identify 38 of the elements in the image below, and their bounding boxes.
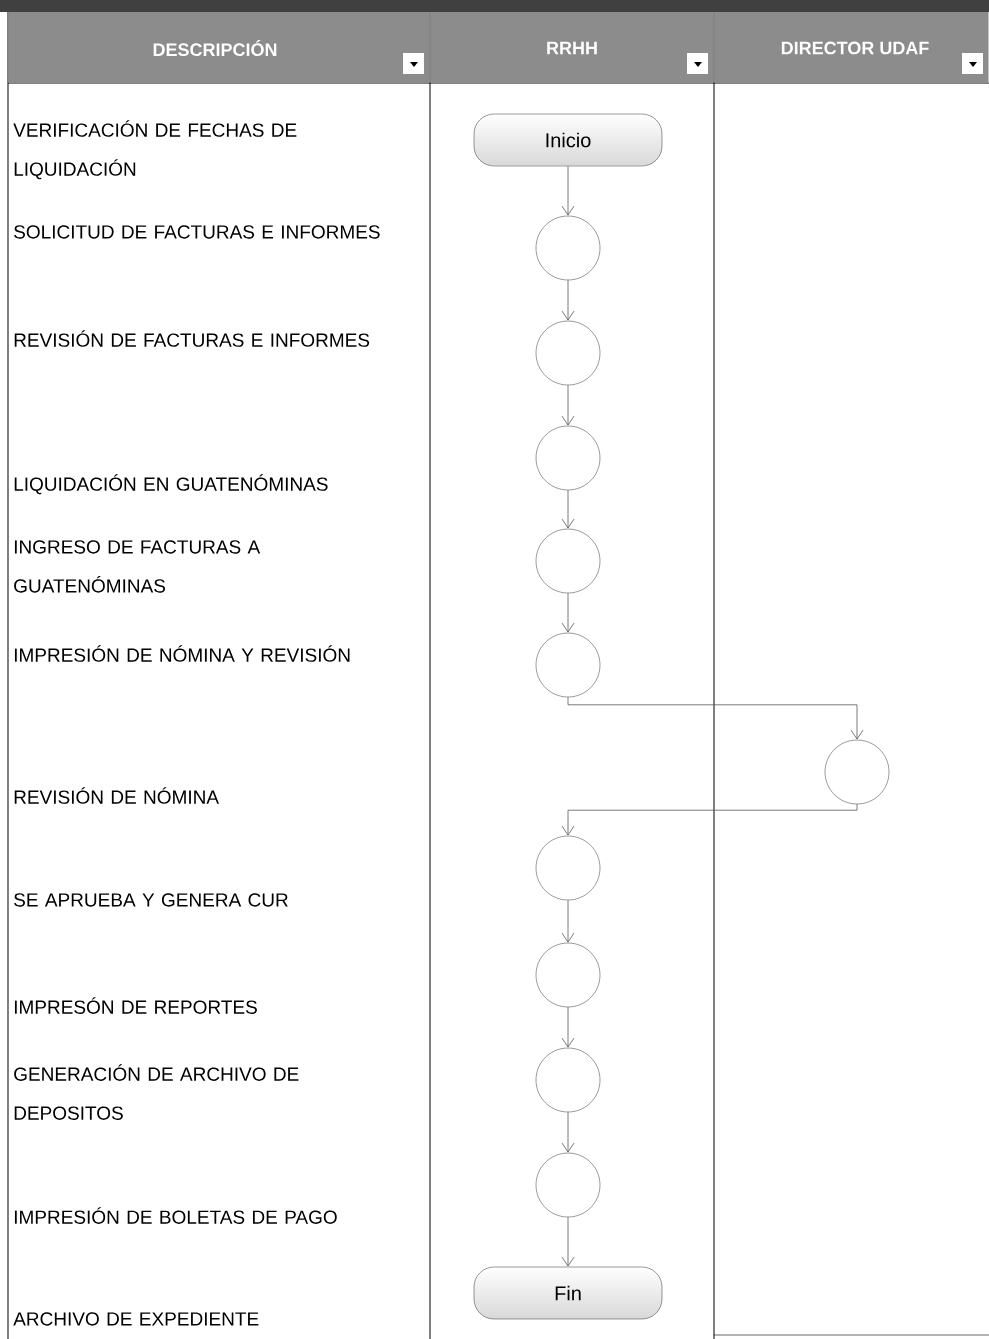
arrow: [561, 803, 858, 836]
description-text: REVISIÓN DE NÓMINA: [14, 787, 219, 804]
process-circle: [535, 528, 601, 594]
arrow: [561, 592, 575, 633]
arrow: [561, 1216, 575, 1267]
description-text: REVISIÓN DE FACTURAS E INFORMES: [14, 330, 370, 347]
process-circle: [535, 1152, 601, 1218]
process-circle: [535, 632, 601, 698]
description-text: SOLICITUD DE FACTURAS E INFORMES: [14, 225, 380, 239]
header-cell: RRHH: [430, 12, 714, 83]
description-text: IMPRESIÓN DE NÓMINA Y REVISIÓN: [14, 645, 350, 662]
terminal-box: Inicio: [473, 113, 663, 167]
arrow: [561, 899, 575, 943]
description-text: ARCHIVO DE EXPEDIENTE: [13, 1312, 259, 1326]
description-text: INGRESO DE FACTURAS A GUATENÓMINAS: [14, 540, 261, 593]
description-text: LIQUIDACIÓN EN GUATENÓMINAS: [14, 474, 328, 495]
arrow: [561, 489, 575, 529]
description-text: IMPRESÓN DE REPORTES: [14, 997, 257, 1014]
process-circle: [535, 320, 601, 386]
description-text: IMPRESIÓN DE BOLETAS DE PAGO: [14, 1207, 337, 1224]
description-text: GENERACIÓN DE ARCHIVO DE DEPOSITOS: [14, 1064, 299, 1120]
description-text: VERIFICACIÓN DE FECHAS DE LIQUIDACIÓN: [13, 120, 297, 180]
process-circle: [824, 739, 890, 805]
process-circle: [535, 1047, 601, 1113]
arrow: [561, 384, 575, 426]
description-text: SE APRUEBA Y GENERA CUR: [14, 893, 288, 907]
arrow: [561, 1006, 575, 1048]
process-circle: [535, 425, 601, 491]
process-circle: [535, 942, 601, 1008]
header-cell: DESCRIPCIÓN: [8, 12, 430, 83]
arrow: [561, 279, 575, 321]
arrow: [567, 696, 864, 740]
process-circle: [535, 215, 601, 281]
header-cell: DIRECTOR UDAF: [714, 12, 989, 83]
terminal-box: Fin: [473, 1266, 663, 1320]
process-circle: [535, 835, 601, 901]
arrow: [561, 165, 575, 216]
arrow: [561, 1111, 575, 1153]
